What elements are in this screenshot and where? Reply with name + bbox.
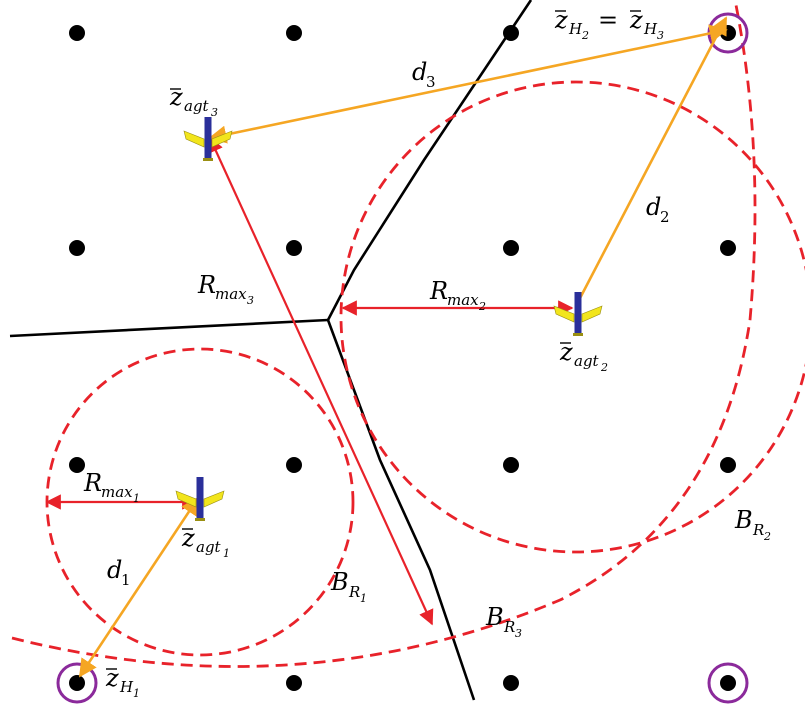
z-agt1-sub: agt bbox=[196, 538, 222, 556]
rmax3-arrow bbox=[208, 136, 434, 626]
label-rmax3: R max 3 bbox=[197, 271, 254, 307]
rmax3-base: R bbox=[197, 271, 216, 299]
d1-arrow bbox=[78, 496, 200, 678]
grid-point bbox=[69, 25, 85, 41]
rmax2-subsub: 2 bbox=[478, 300, 486, 313]
grid-point bbox=[720, 457, 736, 473]
label-z-agt2: z agt 2 bbox=[559, 338, 608, 374]
br1-base: B bbox=[330, 568, 349, 596]
grid-points bbox=[69, 25, 736, 691]
z-h1-subsub: 1 bbox=[133, 687, 140, 700]
rmax3-subsub: 3 bbox=[247, 294, 254, 307]
d3-sub: 3 bbox=[426, 73, 436, 91]
grid-point bbox=[286, 457, 302, 473]
agent-3-icon bbox=[183, 116, 233, 162]
voronoi-edge-top bbox=[326, 0, 533, 321]
agent-1-icon bbox=[175, 476, 225, 522]
z-agt2-base: z bbox=[559, 338, 573, 366]
rmax2-base: R bbox=[429, 277, 448, 305]
z-agt1-base: z bbox=[181, 524, 195, 552]
reach-balls bbox=[11, 0, 805, 668]
label-rmax1: R max 1 bbox=[83, 469, 140, 505]
z-h1-base: z bbox=[105, 664, 119, 692]
z-h3-base: z bbox=[629, 6, 643, 34]
br3-subsub: 3 bbox=[515, 627, 522, 640]
voronoi-boundaries bbox=[9, 0, 533, 701]
label-rmax2: R max 2 bbox=[429, 277, 486, 313]
home-markers bbox=[56, 12, 749, 704]
rmax1-base: R bbox=[83, 469, 102, 497]
grid-point bbox=[286, 675, 302, 691]
br2-sub: R bbox=[752, 521, 764, 539]
z-h2-sub: H bbox=[568, 20, 583, 38]
br2-subsub: 2 bbox=[763, 530, 771, 543]
voronoi-edge-left bbox=[9, 318, 329, 338]
z-h1-sub: H bbox=[119, 678, 134, 696]
rmax1-subsub: 1 bbox=[133, 492, 140, 505]
d3-base: d bbox=[412, 58, 427, 86]
label-z-h2-h3: z H 2 = z H 3 bbox=[554, 6, 664, 42]
home-circle-h1 bbox=[56, 662, 98, 704]
z-agt3-base: z bbox=[169, 83, 183, 111]
z-h2-base: z bbox=[554, 6, 568, 34]
equals-sign: = bbox=[598, 6, 618, 34]
grid-point bbox=[503, 457, 519, 473]
rmax1-sub: max bbox=[101, 483, 133, 501]
grid-point bbox=[69, 675, 85, 691]
label-br1: B R 1 bbox=[330, 568, 367, 605]
agent-2-icon bbox=[553, 291, 603, 337]
label-br2: B R 2 bbox=[734, 506, 771, 543]
z-agt3-sub: agt bbox=[184, 97, 210, 115]
z-h3-sub: H bbox=[643, 20, 658, 38]
z-agt2-sub: agt bbox=[574, 352, 600, 370]
d2-sub: 2 bbox=[660, 208, 670, 226]
br1-sub: R bbox=[348, 583, 360, 601]
label-d2: d 2 bbox=[646, 193, 670, 226]
label-z-agt3: z agt 3 bbox=[169, 83, 218, 119]
rmax3-sub: max bbox=[215, 285, 247, 303]
grid-point bbox=[69, 457, 85, 473]
label-z-h1: z H 1 bbox=[105, 664, 140, 700]
z-h3-subsub: 3 bbox=[657, 29, 664, 42]
distance-arrows bbox=[78, 16, 728, 678]
label-d1: d 1 bbox=[107, 556, 131, 589]
label-br3: B R 3 bbox=[485, 603, 522, 640]
d1-base: d bbox=[107, 556, 122, 584]
grid-point bbox=[503, 240, 519, 256]
grid-point bbox=[286, 240, 302, 256]
z-h2-subsub: 2 bbox=[581, 29, 589, 42]
grid-point bbox=[720, 240, 736, 256]
br3-base: B bbox=[485, 603, 504, 631]
z-agt3-subsub: 3 bbox=[211, 106, 218, 119]
z-agt1-subsub: 1 bbox=[223, 547, 230, 560]
d1-sub: 1 bbox=[121, 571, 131, 589]
br3-sub: R bbox=[503, 618, 515, 636]
z-agt2-subsub: 2 bbox=[600, 361, 608, 374]
grid-point bbox=[503, 675, 519, 691]
grid-point bbox=[69, 240, 85, 256]
d2-base: d bbox=[646, 193, 661, 221]
ball-br3 bbox=[11, 0, 757, 668]
br2-base: B bbox=[734, 506, 753, 534]
grid-point bbox=[286, 25, 302, 41]
grid-point bbox=[720, 675, 736, 691]
rmax-arrows bbox=[45, 136, 574, 626]
rmax2-sub: max bbox=[447, 291, 479, 309]
d2-arrow bbox=[576, 16, 728, 303]
label-z-agt1: z agt 1 bbox=[181, 524, 230, 560]
label-d3: d 3 bbox=[412, 58, 436, 91]
br1-subsub: 1 bbox=[360, 592, 367, 605]
home-circle-h3 bbox=[707, 662, 749, 704]
d3-arrow bbox=[208, 24, 728, 144]
